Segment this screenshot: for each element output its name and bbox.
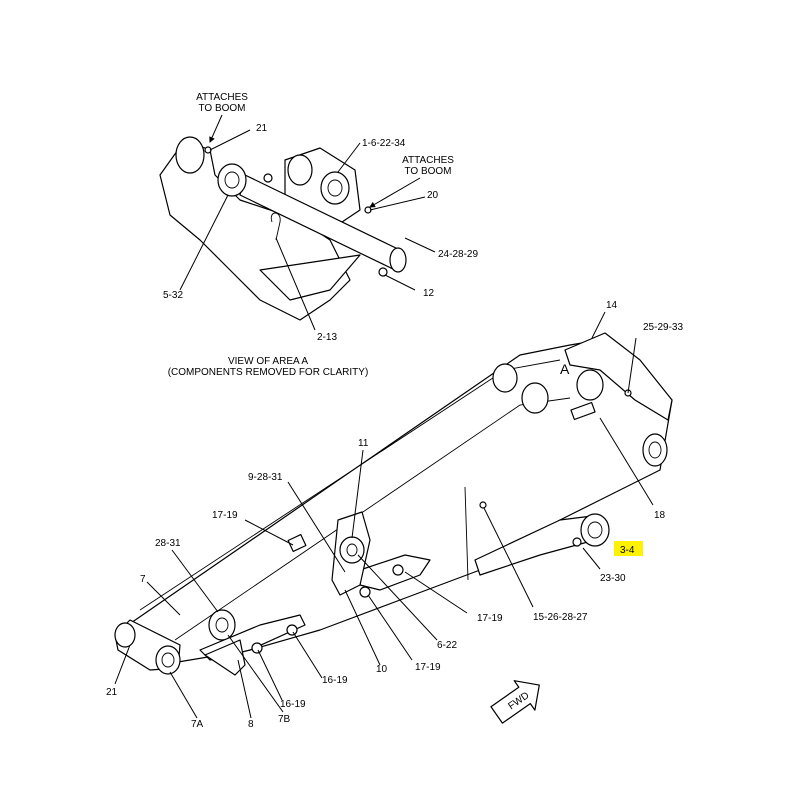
callout-17-19-top: 17-19 (212, 510, 238, 521)
callout-17-19-right: 17-19 (477, 613, 503, 624)
callout-12: 12 (423, 288, 435, 299)
note-attaches-left-1: ATTACHES (196, 92, 248, 103)
clip-17-19 (287, 534, 307, 552)
callout-3-4: 3-4 (620, 545, 635, 556)
callout-17-19-bottom: 17-19 (415, 662, 441, 673)
callout-6-22: 6-22 (437, 640, 457, 651)
callout-7a: 7A (191, 719, 204, 730)
forward-arrow: FWD (490, 680, 540, 724)
area-a-marker: A (560, 361, 570, 377)
bolt-top (263, 173, 273, 183)
bracket-8 (204, 639, 246, 676)
right-pin-boss (287, 154, 313, 186)
rear-pin-7a (155, 645, 181, 675)
cotter-pin (270, 212, 281, 241)
note-attaches-right-1: ATTACHES (402, 155, 454, 166)
detail-view-area-a (159, 136, 407, 321)
leaders-main (114, 311, 654, 719)
callout-7b: 7B (278, 714, 291, 725)
pin-28-31 (208, 609, 236, 641)
bolt-17-19-a (392, 564, 404, 576)
grease-point (479, 501, 487, 509)
tip-end-boss (642, 433, 668, 467)
callout-10: 10 (376, 664, 388, 675)
view-title-1: VIEW OF AREA A (228, 356, 308, 367)
pivot-a-left (492, 363, 518, 393)
callout-2-13: 2-13 (317, 332, 337, 343)
callout-11: 11 (358, 438, 369, 449)
callout-16-19-right: 16-19 (322, 675, 348, 686)
main-stick-assembly (114, 332, 673, 676)
mount-box (564, 332, 673, 421)
callout-16-19-left: 16-19 (280, 699, 306, 710)
bolt-16-19-b (251, 642, 263, 654)
clamp-boss (339, 536, 365, 564)
callout-18: 18 (654, 510, 666, 521)
pivot-a-boss (576, 369, 604, 401)
leaders-top (179, 114, 436, 331)
bolt-lower (378, 267, 388, 277)
nameplate (570, 401, 596, 421)
tube-end-cap (389, 247, 407, 273)
pivot-a-right (521, 382, 549, 414)
callout-21-top: 21 (256, 123, 268, 134)
highlight-3-4 (614, 541, 643, 556)
bolt-16-19-a (286, 624, 298, 636)
front-boss (580, 513, 610, 547)
view-title-2: (COMPONENTS REMOVED FOR CLARITY) (168, 367, 369, 378)
callout-21-bottom: 21 (106, 687, 118, 698)
left-pin-head (217, 163, 247, 197)
note-attaches-right-2: TO BOOM (404, 166, 451, 177)
callout-7: 7 (140, 574, 146, 585)
callout-23-30: 23-30 (600, 573, 626, 584)
left-pin-boss (175, 136, 205, 174)
callout-25-29-33: 25-29-33 (643, 322, 683, 333)
callout-14: 14 (606, 300, 618, 311)
callout-9-28-31: 9-28-31 (248, 472, 283, 483)
bolt-17-19-b (359, 586, 371, 598)
callout-5-32: 5-32 (163, 290, 183, 301)
callout-20: 20 (427, 190, 439, 201)
callout-8: 8 (248, 719, 254, 730)
callout-24-28-29: 24-28-29 (438, 249, 478, 260)
lower-shelf (259, 254, 361, 301)
callout-15-26-28-27: 15-26-28-27 (533, 612, 588, 623)
bolt-23-30 (572, 537, 582, 547)
callout-28-31: 28-31 (155, 538, 181, 549)
callout-labels: ATTACHES TO BOOM 21 1-6-22-34 ATTACHES T… (106, 92, 683, 730)
rear-pin-boss (114, 622, 136, 648)
right-pin-head (320, 171, 350, 205)
note-attaches-left-2: TO BOOM (198, 103, 245, 114)
callout-1-6-22-34: 1-6-22-34 (362, 138, 406, 149)
